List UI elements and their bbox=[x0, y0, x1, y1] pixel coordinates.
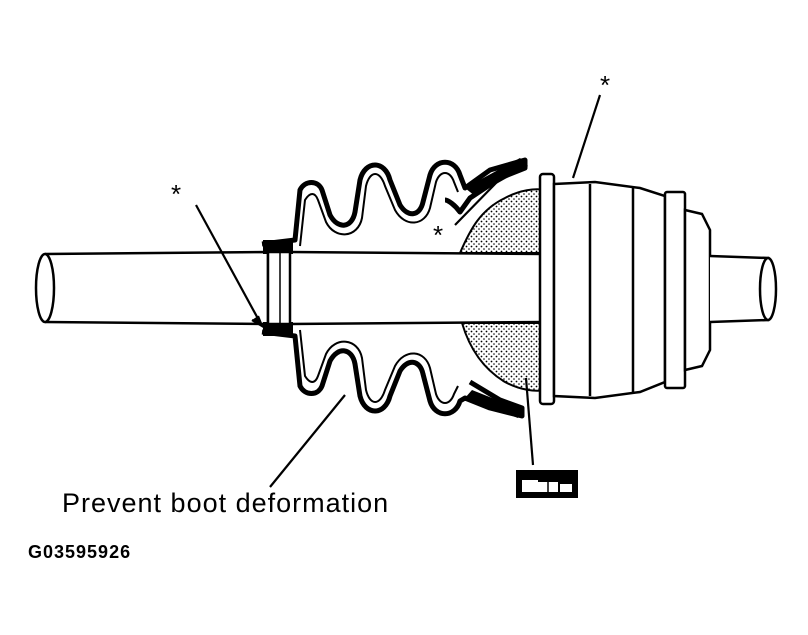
axle-shaft-right bbox=[709, 254, 778, 324]
boot-lower-outline bbox=[261, 329, 525, 419]
leader-lines bbox=[195, 94, 602, 488]
grease-fill-lower bbox=[460, 322, 546, 392]
asterisk-outer-joint: * bbox=[600, 70, 611, 100]
caption-prevent-boot-deformation: Prevent boot deformation bbox=[62, 488, 390, 518]
grease-tube-icon bbox=[516, 470, 578, 498]
asterisk-inner-band: * bbox=[171, 179, 182, 209]
boot-lower-inner bbox=[299, 329, 459, 404]
axle-shaft-middle bbox=[289, 250, 546, 326]
asterisk-boot-inside: * bbox=[433, 220, 444, 250]
large-boot-band bbox=[465, 158, 528, 418]
outer-joint-housing bbox=[538, 172, 712, 406]
axle-shaft-left bbox=[34, 250, 270, 326]
small-boot-band bbox=[263, 240, 293, 336]
boot-upper-inner bbox=[299, 172, 459, 247]
figure-code: G03595926 bbox=[28, 542, 132, 562]
